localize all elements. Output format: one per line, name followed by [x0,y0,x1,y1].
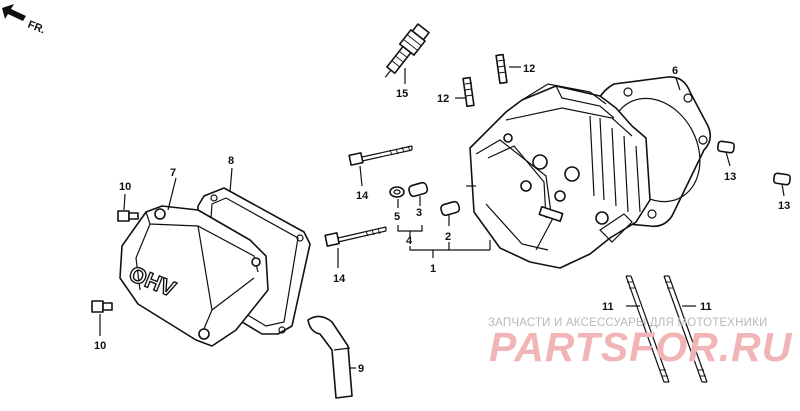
valve-guide-upper [408,181,429,198]
callout-4: 4 [406,235,413,247]
callout-11-right: 11 [700,301,712,313]
callout-13-left: 13 [724,171,736,183]
callout-6: 6 [672,65,678,77]
head-bolt-lower [324,226,387,247]
dowel-pin-a [716,140,736,154]
valve-guide-lower [440,200,461,217]
callout-12-left: 12 [437,93,449,105]
head-bolt-upper [348,145,413,166]
callout-3: 3 [416,207,422,219]
callout-14-lower: 14 [333,273,346,285]
dowel-pin-b [772,172,792,186]
watermark-tagline: ЗАПЧАСТИ И АКСЕССУАРЫ ДЛЯ МОТОТЕХНИКИ [488,317,768,329]
long-stud-b [663,275,708,383]
cover-bolt-upper [117,210,139,222]
callout-7: 7 [170,167,176,179]
callout-2: 2 [445,231,451,243]
cylinder-head [469,83,651,269]
stud-bolt-b [495,53,508,85]
front-direction-marker: FR. [2,4,47,36]
stud-bolt-a [462,76,475,108]
callout-5: 5 [394,211,400,223]
callout-8: 8 [228,155,234,167]
callout-1: 1 [430,263,436,275]
front-direction-label: FR. [26,19,47,37]
spark-plug [384,23,430,78]
breather-tube [307,315,353,399]
valve-washer [389,186,405,198]
callout-9: 9 [358,363,364,375]
callout-15: 15 [396,88,408,100]
long-stud-a [625,275,670,383]
callout-10-upper: 10 [119,181,131,193]
callout-12-right: 12 [523,63,535,75]
callout-11-left: 11 [602,301,614,313]
cover-bolt-lower [91,300,113,313]
callout-14-upper: 14 [356,190,369,202]
watermark-logo: PARTSFOR.RU [489,324,793,370]
callout-13-right: 13 [778,200,790,212]
callout-10-lower: 10 [94,340,106,352]
head-cover: OHV [119,205,269,347]
